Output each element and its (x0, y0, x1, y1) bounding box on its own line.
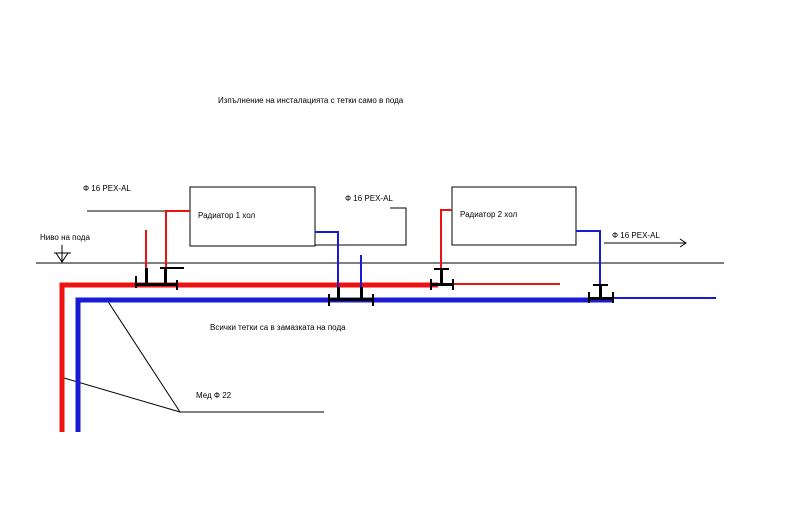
tee-fitting (372, 294, 374, 306)
radiator-2-box (451, 186, 577, 246)
tee-fitting (612, 292, 614, 303)
tee-fittings (135, 267, 614, 306)
pipe-label-right: Ф 16 PEX-AL (612, 231, 660, 240)
tee-fitting (440, 269, 443, 285)
arrow-right-icon (604, 238, 687, 248)
diagram-title: Изпълнение на инсталацията с тетки само … (218, 96, 404, 105)
tee-fitting (135, 283, 177, 286)
supply-riser-radiator-2 (440, 209, 452, 284)
copper-pipe-label: Мед Ф 22 (196, 391, 232, 400)
pipe-label-left: Ф 16 PEX-AL (83, 184, 131, 193)
pipe-label-middle: Ф 16 PEX-AL (345, 194, 393, 203)
radiator-1-label: Радиатор 1 хол (198, 211, 255, 220)
floor-level-marker-icon (54, 245, 71, 263)
tee-fitting (160, 267, 184, 269)
tee-fitting (360, 287, 363, 299)
supply-main-pipe (59, 282, 438, 432)
pipe-label-left-leader (87, 210, 167, 268)
pipe-label-middle-leader (314, 207, 407, 246)
radiator-2-label: Радиатор 2 хол (460, 210, 517, 219)
tee-fitting (176, 280, 178, 290)
tee-fitting (135, 276, 137, 288)
supply-piping (59, 209, 560, 432)
tee-fitting (145, 268, 148, 285)
tee-fitting (599, 284, 602, 298)
tee-fitting (430, 279, 432, 290)
return-riser-radiator-2 (576, 230, 601, 298)
tee-fitting (593, 284, 608, 286)
tee-fitting (164, 268, 167, 285)
return-riser-radiator-1 (315, 231, 339, 298)
tee-fitting (328, 298, 374, 301)
tee-fitting (337, 287, 340, 299)
tee-fitting (588, 297, 614, 300)
tee-fitting (434, 268, 449, 270)
tee-fitting (328, 294, 330, 306)
tee-fitting (588, 292, 590, 303)
screed-note: Всички тетки са в замазката на пода (210, 323, 346, 332)
tee-fitting (452, 279, 454, 290)
copper-pipe-leaders (63, 299, 324, 413)
supply-riser-radiator-1 (165, 210, 190, 268)
return-main-pipe (75, 297, 612, 432)
floor-level-label: Ниво на пода (40, 233, 90, 242)
